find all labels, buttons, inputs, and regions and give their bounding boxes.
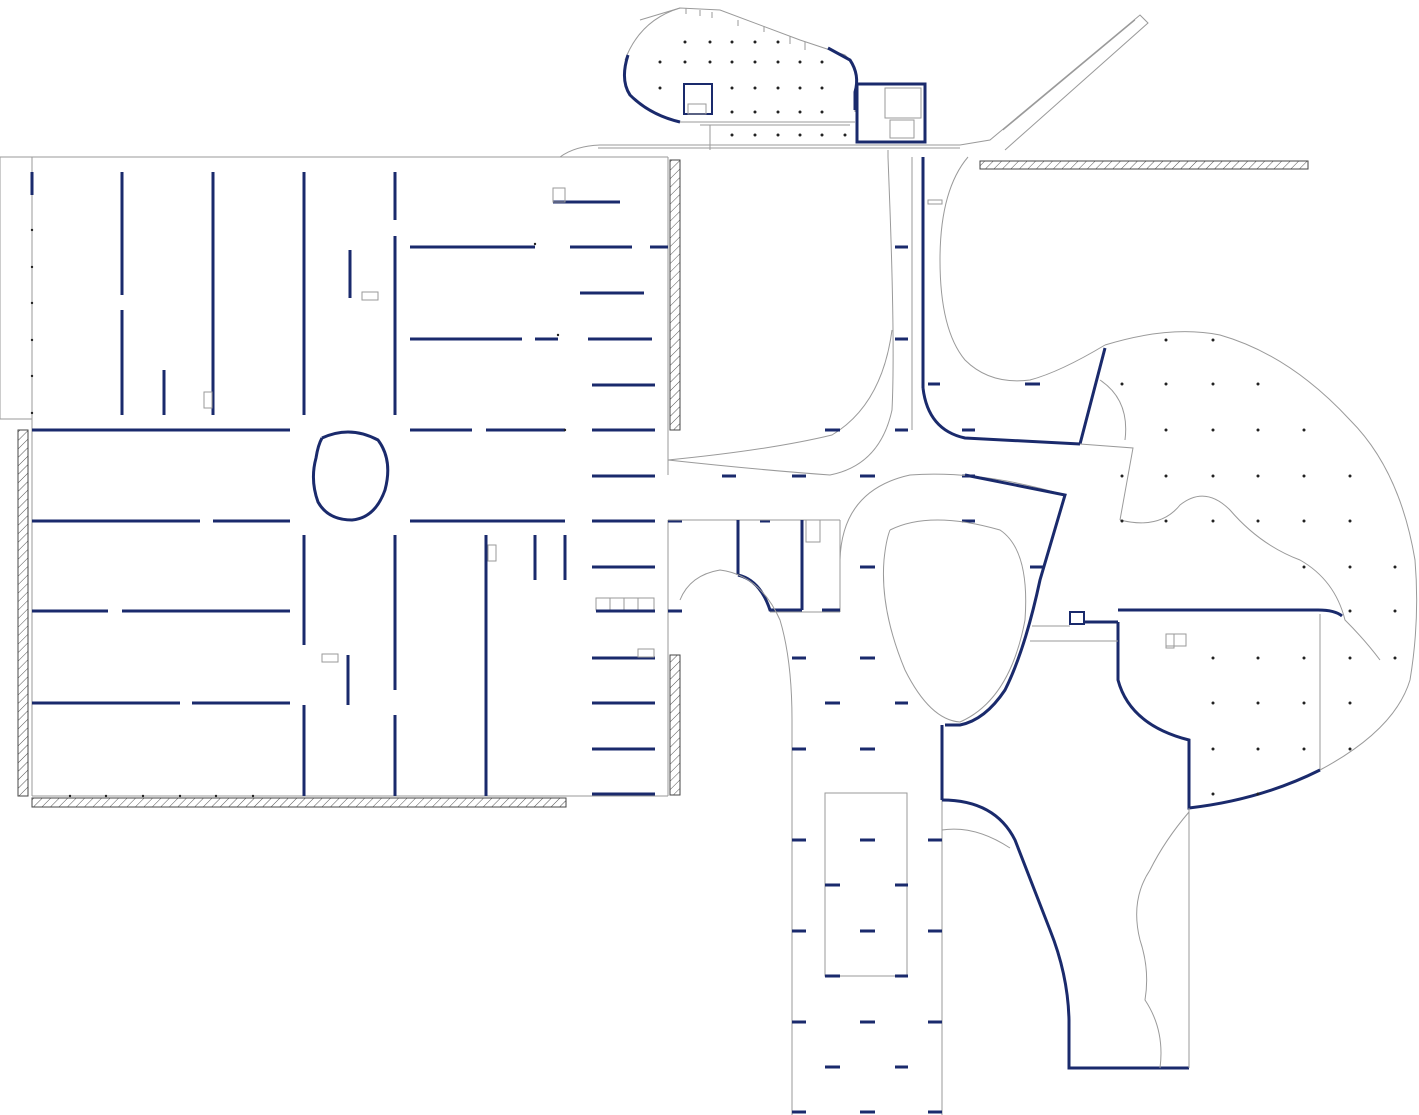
hatched-wall-left [17,429,29,797]
hatched-wall-top-right [979,160,1309,170]
left-perimeter-dots [30,228,567,798]
roundabout [311,430,390,522]
centre-area [667,150,1189,1115]
left-block [0,156,681,808]
left-vertical-walls [30,172,567,796]
top-pavilion-columns [658,40,847,137]
top-pavilion [559,7,1309,170]
hatched-wall-mid-lower [669,654,681,796]
left-horizontal-walls [32,200,668,705]
right-pavilion [1030,331,1418,1069]
hatched-wall-mid-upper [669,159,681,431]
stall-lines-col1 [588,337,655,796]
middle-small-building [668,519,841,613]
right-pavilion-columns [1120,338,1397,796]
lower-stall-marks [792,656,942,1114]
hatched-wall-bottom [31,797,567,808]
